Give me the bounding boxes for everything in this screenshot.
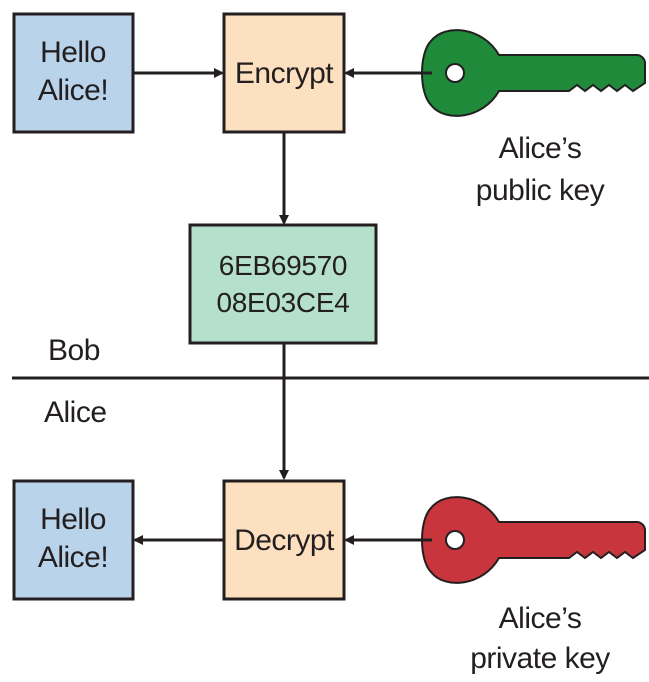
plaintext-top-line1: Hello — [40, 36, 106, 69]
ciphertext-box — [188, 223, 378, 345]
private-key-label-line2: private key — [470, 642, 610, 675]
public-key-label-line1: Alice’s — [499, 132, 582, 165]
plaintext-bottom-line2: Alice! — [38, 541, 108, 574]
encrypt-box — [222, 12, 346, 134]
ciphertext-line1: 6EB69570 — [219, 250, 347, 281]
private-key-label-line1: Alice’s — [499, 602, 582, 635]
ciphertext-line2: 08E03CE4 — [216, 287, 349, 318]
plaintext-box-bottom — [12, 479, 135, 601]
plaintext-box-top — [12, 12, 135, 134]
alice-label: Alice — [44, 396, 107, 429]
public-key-label-line2: public key — [476, 174, 605, 207]
encrypt-label: Encrypt — [235, 57, 334, 90]
private-key-icon — [421, 496, 646, 584]
public-key-icon — [421, 29, 646, 117]
bob-label: Bob — [48, 334, 100, 367]
decrypt-label: Decrypt — [234, 524, 335, 557]
plaintext-top-line2: Alice! — [38, 74, 108, 107]
plaintext-bottom-line1: Hello — [40, 503, 106, 536]
